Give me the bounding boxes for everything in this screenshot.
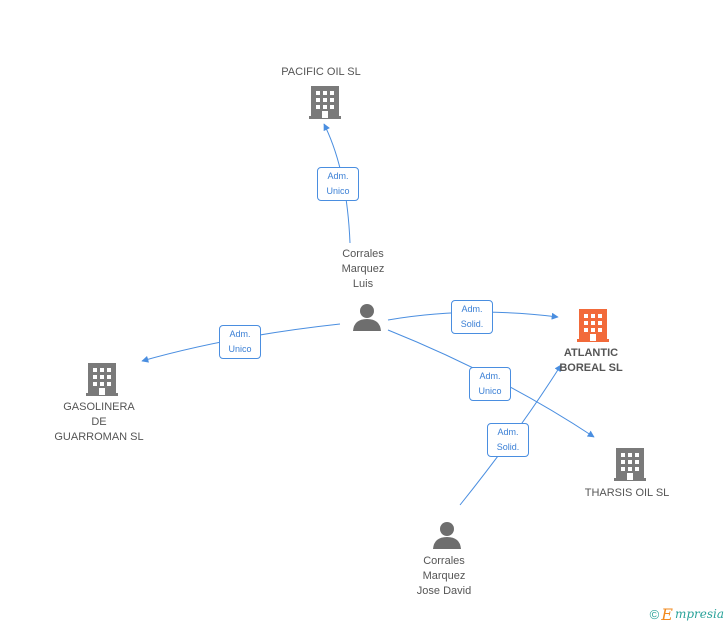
brand-logo-text: mpresia (674, 607, 724, 621)
footer-brand: © E mpresia (650, 604, 724, 624)
brand-logo-initial: E (661, 604, 673, 624)
person-icon[interactable] (352, 302, 382, 337)
edge-badge-luis-gasolinera[interactable]: Adm. Unico (219, 325, 261, 359)
edge-badge-luis-atlantic[interactable]: Adm. Solid. (451, 300, 493, 334)
node-label-corrales-marquez-luis: Corrales Marquez Luis (341, 248, 385, 290)
building-icon[interactable] (86, 361, 118, 402)
building-main-icon[interactable] (577, 307, 609, 348)
edge-badge-jose-atlantic[interactable]: Adm. Solid. (487, 423, 529, 457)
node-label-pacific-oil: PACIFIC OIL SL (281, 66, 361, 78)
copyright-symbol: © (649, 606, 660, 622)
building-icon[interactable] (614, 446, 646, 487)
node-label-tharsis-oil: THARSIS OIL SL (584, 487, 670, 499)
person-icon[interactable] (432, 520, 462, 555)
node-label-corrales-marquez-jose-david: Corrales Marquez Jose David (416, 555, 472, 597)
edge-badge-luis-tharsis[interactable]: Adm. Unico (469, 367, 511, 401)
node-label-atlantic-boreal: ATLANTIC BOREAL SL (559, 347, 623, 374)
building-icon[interactable] (309, 84, 341, 125)
node-label-gasolinera-de-guarroman: GASOLINERA DE GUARROMAN SL (54, 401, 144, 443)
edge-badge-luis-pacific[interactable]: Adm. Unico (317, 167, 359, 201)
